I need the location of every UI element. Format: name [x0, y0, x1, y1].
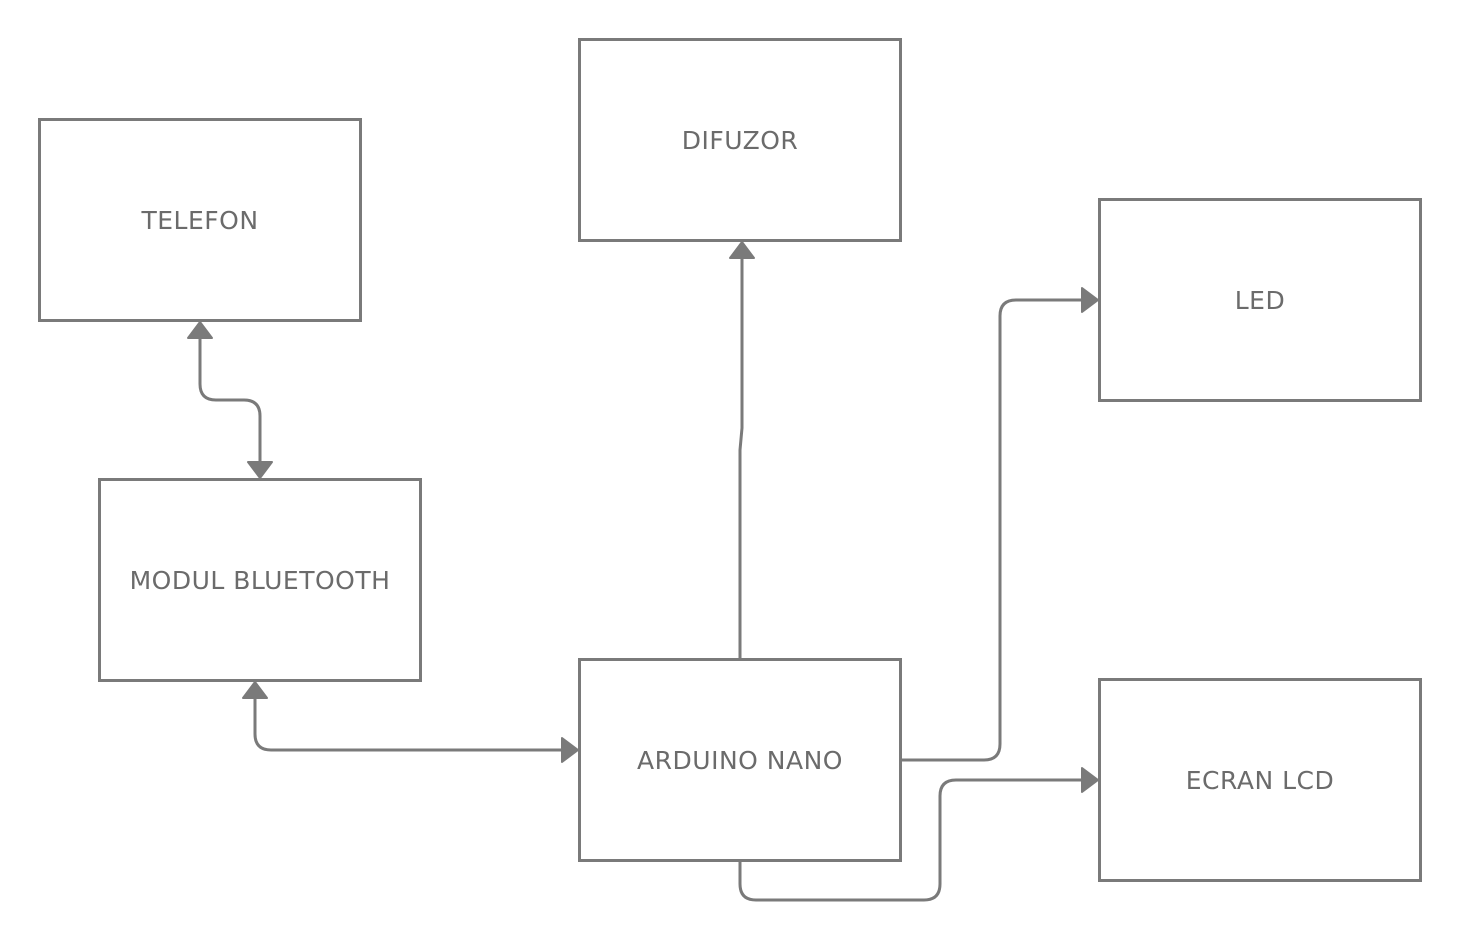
connector-telefon-bluetooth[interactable] — [198, 334, 262, 464]
arrowhead-difuzor — [729, 241, 755, 259]
node-difuzor[interactable]: DIFUZOR — [578, 38, 902, 242]
node-label-difuzor: DIFUZOR — [681, 125, 799, 155]
node-label-arduino-nano: ARDUINO NANO — [637, 745, 843, 775]
connector-arduino-led[interactable] — [900, 298, 1084, 762]
node-label-ecran-lcd: ECRAN LCD — [1185, 765, 1335, 795]
arrowhead-lcd — [1081, 767, 1099, 793]
node-arduino-nano[interactable]: ARDUINO NANO — [578, 658, 902, 862]
arrowhead-led — [1081, 287, 1099, 313]
node-led[interactable]: LED — [1098, 198, 1422, 402]
node-label-led: LED — [1234, 285, 1286, 315]
node-telefon[interactable]: TELEFON — [38, 118, 362, 322]
connector-bluetooth-arduino[interactable] — [253, 694, 564, 752]
arrowhead-telefon — [187, 321, 213, 339]
node-ecran-lcd[interactable]: ECRAN LCD — [1098, 678, 1422, 882]
arrowhead-arduino — [561, 737, 579, 763]
connector-arduino-lcd[interactable] — [738, 778, 1084, 902]
node-modul-bluetooth[interactable]: MODUL BLUETOOTH — [98, 478, 422, 682]
node-label-modul-bluetooth: MODUL BLUETOOTH — [129, 565, 391, 595]
arrowhead-bluetooth-top — [247, 461, 273, 479]
connector-arduino-difuzor[interactable] — [738, 254, 744, 660]
arrowhead-bluetooth-bottom — [242, 681, 268, 699]
node-label-telefon: TELEFON — [141, 205, 259, 235]
